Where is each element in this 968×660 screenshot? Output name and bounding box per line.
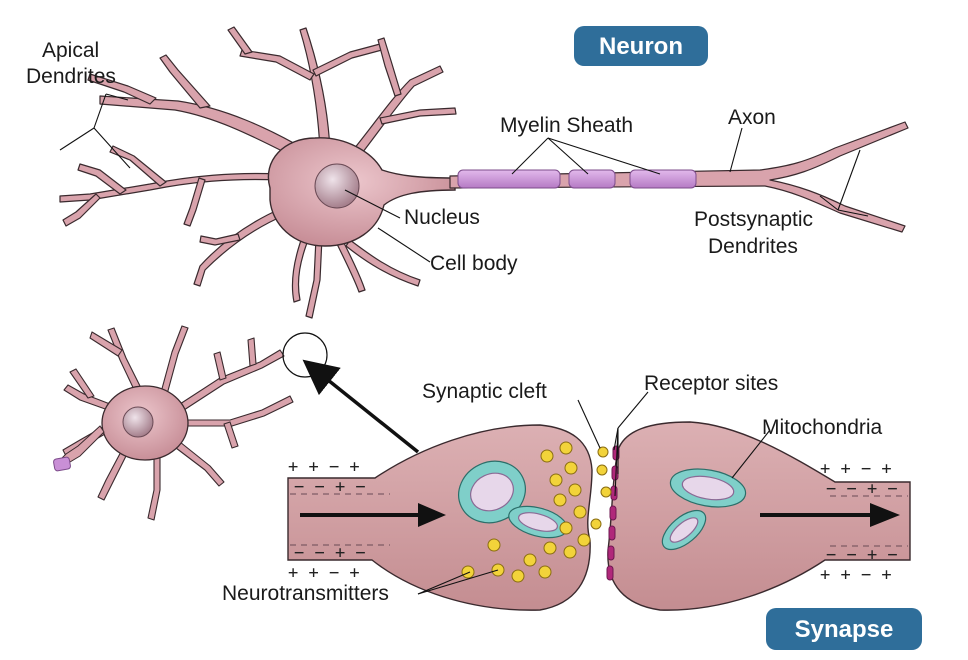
- leader-lines: [59, 93, 869, 595]
- postsynaptic-label-line2: Dendrites: [708, 235, 798, 258]
- charge-left-top: + + − +: [288, 457, 360, 477]
- cell-body-label: Cell body: [430, 252, 518, 275]
- charge-right-bottom-inner: − − + −: [826, 545, 898, 565]
- charge-right-bottom: + + − +: [820, 565, 892, 585]
- myelin-label: Myelin Sheath: [500, 114, 633, 137]
- signal-arrow-left: [300, 503, 446, 527]
- zoom-circle: [282, 332, 328, 378]
- receptor-sites: [606, 445, 620, 581]
- zoom-arrow: [302, 359, 420, 454]
- labels: Apical Dendrites Myelin Sheath Axon Nucl…: [26, 39, 883, 605]
- mitochondria-label: Mitochondria: [762, 416, 883, 439]
- apical-label-line2: Dendrites: [26, 65, 116, 88]
- signal-arrow-right: [760, 503, 900, 527]
- main-neuron: [59, 26, 909, 319]
- nucleus: [314, 163, 360, 209]
- synapse: + + − + − − + − − − + − + + − + + + − + …: [287, 421, 922, 650]
- neurotransmitters-label: Neurotransmitters: [222, 582, 389, 605]
- neuron-badge-label: Neuron: [599, 33, 683, 60]
- charge-right-top-inner: − − + −: [826, 479, 898, 499]
- axon-label: Axon: [728, 106, 776, 129]
- synapse-badge-label: Synapse: [795, 616, 894, 643]
- nucleus-label: Nucleus: [404, 206, 480, 229]
- myelin-sheath: [457, 169, 697, 189]
- charge-left-bottom: + + − +: [288, 563, 360, 583]
- neuron-badge: Neuron: [574, 26, 708, 66]
- charge-right-top: + + − +: [820, 459, 892, 479]
- synaptic-cleft-label: Synaptic cleft: [422, 380, 547, 403]
- apical-label-line1: Apical: [42, 39, 99, 62]
- cell-body: [267, 137, 456, 247]
- charge-left-bottom-inner: − − + −: [294, 543, 366, 563]
- small-neuron: [62, 325, 294, 521]
- neurotransmitters: [461, 441, 612, 583]
- mitochondria-group: [458, 460, 747, 551]
- apical-dendrites: [59, 26, 457, 319]
- synapse-badge: Synapse: [766, 608, 922, 650]
- charge-left-top-inner: − − + −: [294, 477, 366, 497]
- small-neuron-body: [53, 385, 189, 472]
- postsynaptic-label-line1: Postsynaptic: [694, 208, 813, 231]
- receptor-sites-label: Receptor sites: [644, 372, 778, 395]
